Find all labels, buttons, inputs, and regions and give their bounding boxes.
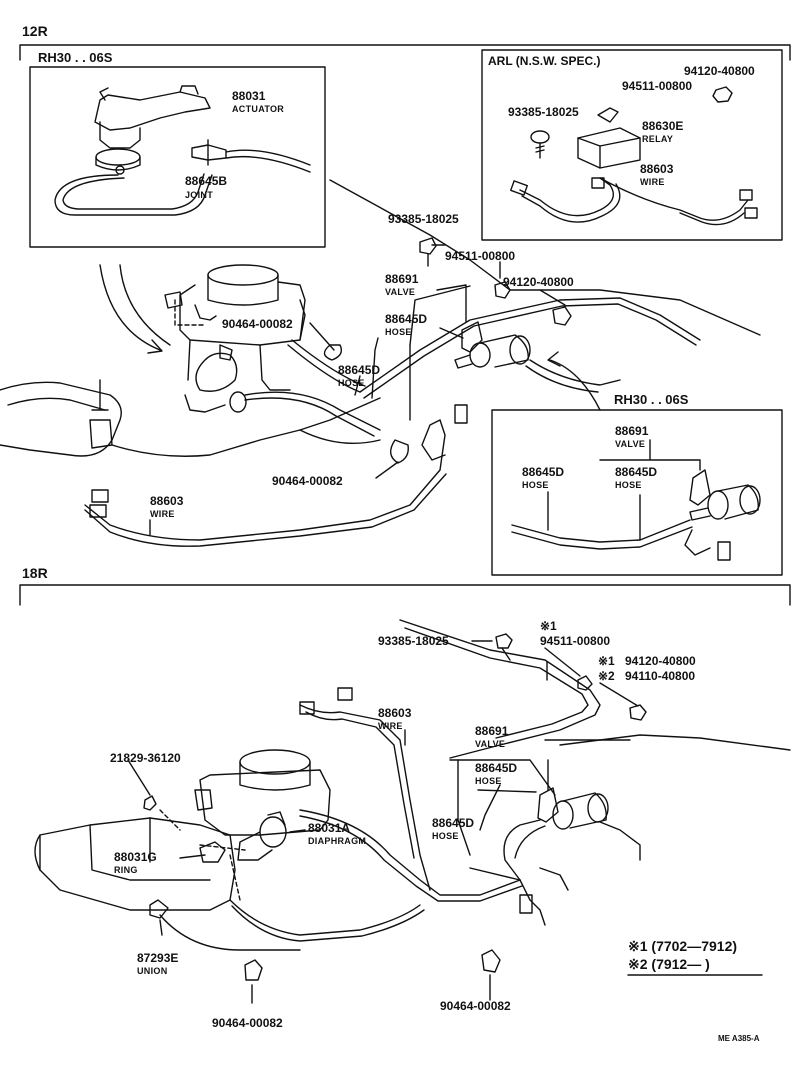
arl-wire [519,177,749,221]
part-name-wire-18r: WIRE [378,721,403,731]
box-rh30-right [491,409,783,576]
box-title-rh30-right: RH30 . . 06S [612,392,691,407]
part-number-88645d-18r-b: 88645D [432,816,475,830]
carburetor-drawing [164,264,306,391]
part-name-valve-18r: VALVE [475,739,506,749]
part-21829-18r: 21829-36120 [110,751,181,765]
part-94511-12r: 94511-00800 [445,249,516,263]
mark-1-b: ※1 [598,654,615,668]
arl-part-number-88603: 88603 [640,162,674,176]
part-number-88645d-right-a: 88645D [522,465,565,479]
legend-row-2: ※2 (7912— ) [628,956,710,972]
arl-part-93385: 93385-18025 [508,105,579,119]
part-name-ring: RING [114,865,138,875]
part-name-joint: JOINT [185,190,214,200]
part-name-diaphragm: DIAPHRAGM [308,836,367,846]
part-number-88031g: 88031G [114,850,157,864]
part-number-88691-18r: 88691 [475,724,509,738]
part-number-88645d-right-b: 88645D [615,465,658,479]
arl-part-94120: 94120-40800 [684,64,755,78]
arl-part-94511: 94511-00800 [622,79,693,93]
actuator-drawing [94,85,211,175]
part-number-88603-18r: 88603 [378,706,412,720]
part-90464-12r-a: 90464-00082 [222,317,293,331]
part-name-hose-right-b: HOSE [615,480,642,490]
part-name-wire-12r: WIRE [150,509,175,519]
part-name-actuator: ACTUATOR [232,104,285,114]
part-number-88031: 88031 [232,89,266,103]
part-name-hose-18r-a: HOSE [475,776,502,786]
actuator-hose [54,174,213,216]
part-name-valve-12r: VALVE [385,287,416,297]
relay-drawing [577,107,641,169]
part-name-union: UNION [137,966,168,976]
section-label-18r: 18R [22,565,48,581]
part-name-hose-12r-b: HOSE [338,378,365,388]
part-90464-18r-a: 90464-00082 [212,1016,283,1030]
part-number-88691-12r: 88691 [385,272,419,286]
part-94511-18r: 94511-00800 [540,634,611,648]
part-number-88645d-18r-a: 88645D [475,761,518,775]
part-number-88645d-12r-b: 88645D [338,363,381,377]
part-number-87293e: 87293E [137,951,179,965]
carburetor-drawing-18r [194,749,331,836]
mark-2: ※2 [598,669,615,683]
part-name-valve-right: VALVE [615,439,646,449]
arl-screw-drawing [530,130,550,159]
part-number-88691-right: 88691 [615,424,649,438]
valve-drawing-right-box [689,469,761,521]
arl-part-name-relay: RELAY [642,134,674,144]
arl-part-number-88630e: 88630E [642,119,684,133]
part-number-88031a: 88031A [308,821,351,835]
box-arl [481,49,783,241]
joint-drawing [191,139,311,173]
legend-row-1: ※1 (7702—7912) [628,938,738,954]
part-number-88645d-12r-a: 88645D [385,312,428,326]
section-12r-frame [19,44,791,61]
section-label-12r: 12R [22,23,48,39]
part-name-hose-12r-a: HOSE [385,327,412,337]
part-number-88603-12r: 88603 [150,494,184,508]
part-94120-18r: 94120-40800 [625,654,696,668]
part-name-hose-right-a: HOSE [522,480,549,490]
part-number-88645b: 88645B [185,174,228,188]
diaphragm-drawing [237,811,287,861]
part-93385-12r: 93385-18025 [388,212,459,226]
box-title-arl: ARL (N.S.W. SPEC.) [488,54,601,68]
valve-drawing-12r [454,321,531,369]
part-93385-18r: 93385-18025 [378,634,449,648]
valve-drawing-18r [537,787,609,830]
part-94110-18r: 94110-40800 [625,669,696,683]
part-90464-12r-b: 90464-00082 [272,474,343,488]
part-name-hose-18r-b: HOSE [432,831,459,841]
figure-code: ME A385-A [718,1034,760,1043]
arl-part-name-wire: WIRE [640,177,665,187]
mark-1-a: ※1 [540,619,557,633]
part-94120-12r: 94120-40800 [503,275,574,289]
box-rh30-top [29,66,326,248]
box-title-rh30-top: RH30 . . 06S [35,51,116,64]
arl-nut-drawing [712,86,733,103]
section-18r-frame [19,584,791,606]
part-90464-18r-b: 90464-00082 [440,999,511,1013]
